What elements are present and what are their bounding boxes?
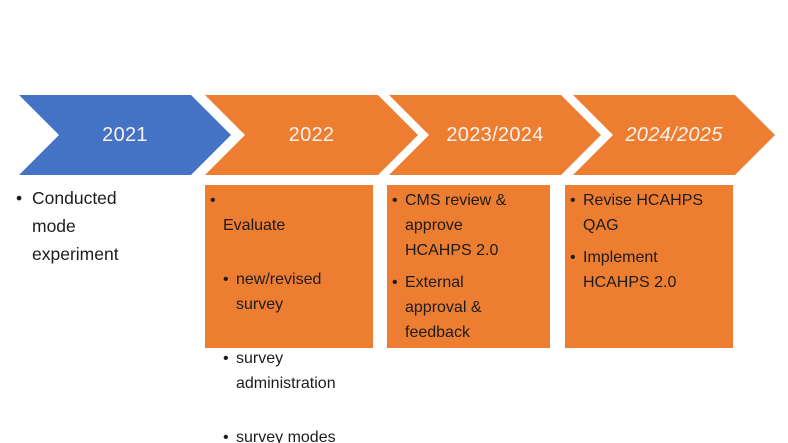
sub-note-item: survey modes bbox=[223, 425, 369, 443]
note-item: Implement HCAHPS 2.0 bbox=[570, 245, 729, 295]
chevron-2021-label: 2021 bbox=[102, 123, 148, 146]
notes-2022: Evaluate new/revised survey survey admin… bbox=[205, 185, 373, 443]
notes-2021: Conducted mode experiment bbox=[16, 184, 188, 268]
notes-2021-list: Conducted mode experiment bbox=[16, 184, 188, 268]
sub-note-item: new/revised survey bbox=[223, 267, 369, 317]
chevron-2023-2024-label: 2023/2024 bbox=[446, 123, 544, 146]
note-item-text: Evaluate bbox=[223, 217, 286, 234]
note-item: External approval & feedback bbox=[392, 270, 546, 345]
notes-2023-2024-list: CMS review & approve HCAHPS 2.0 External… bbox=[392, 188, 546, 345]
note-item: CMS review & approve HCAHPS 2.0 bbox=[392, 188, 546, 263]
notes-2024-2025-list: Revise HCAHPS QAG Implement HCAHPS 2.0 bbox=[570, 188, 729, 295]
notes-2024-2025: Revise HCAHPS QAG Implement HCAHPS 2.0 bbox=[565, 185, 733, 348]
notes-2022-list: Evaluate new/revised survey survey admin… bbox=[210, 188, 369, 443]
chevron-2024-2025: 2024/2025 bbox=[573, 95, 775, 175]
note-item: Conducted mode experiment bbox=[16, 184, 188, 268]
notes-2023-2024: CMS review & approve HCAHPS 2.0 External… bbox=[387, 185, 550, 348]
note-item: Evaluate new/revised survey survey admin… bbox=[210, 188, 369, 443]
note-item: Revise HCAHPS QAG bbox=[570, 188, 729, 238]
chevron-2022-label: 2022 bbox=[288, 123, 335, 146]
chevron-2024-2025-label: 2024/2025 bbox=[625, 123, 723, 146]
chevron-2021: 2021 bbox=[19, 95, 231, 175]
chevron-2022: 2022 bbox=[205, 95, 418, 175]
chevron-2023-2024: 2023/2024 bbox=[389, 95, 601, 175]
sub-note-item: survey administration bbox=[223, 346, 369, 396]
sub-list: new/revised survey survey administration… bbox=[223, 238, 369, 443]
